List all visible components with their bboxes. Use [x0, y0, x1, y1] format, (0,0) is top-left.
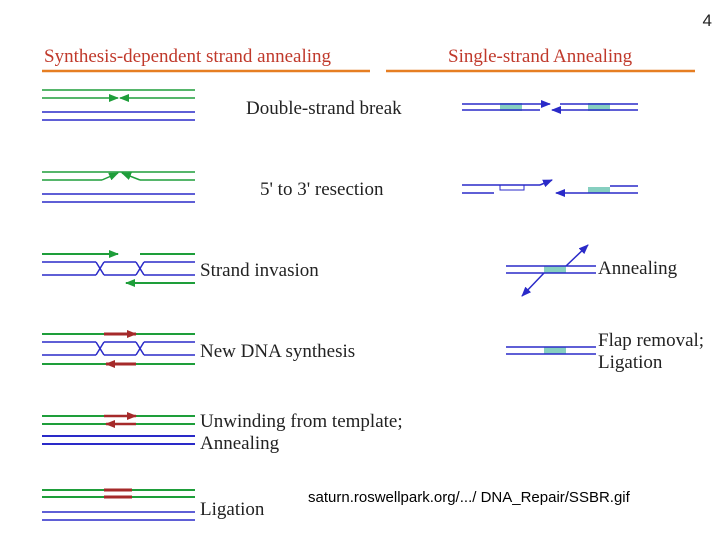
source-credit: saturn.roswellpark.org/.../ DNA_Repair/S… [308, 489, 631, 506]
heading-sdsa: Synthesis-dependent strand annealing [44, 46, 332, 67]
heading-ssa: Single-strand Annealing [448, 46, 633, 67]
step-label-ligation: Ligation [200, 499, 265, 520]
step-label-unwinding-line1: Unwinding from template; [200, 411, 403, 432]
page-number: 4 [703, 11, 712, 30]
step-label-double-strand-break: Double-strand break [246, 98, 402, 119]
step-label-strand-invasion: Strand invasion [200, 260, 319, 281]
sdsa-resection-schematic [42, 171, 195, 203]
step-label-flap-removal-line2: Ligation [598, 352, 663, 373]
step-label-unwinding-line2: Annealing [200, 433, 280, 454]
sdsa-double-strand-break-schematic [42, 89, 195, 121]
ssa-resection-schematic [462, 179, 638, 197]
sdsa-new-dna-synthesis-schematic [42, 330, 195, 368]
step-label-new-dna-synthesis: New DNA synthesis [200, 341, 355, 362]
ssa-double-strand-break-schematic [462, 100, 638, 114]
ssa-flap-removal-schematic [506, 346, 596, 355]
sdsa-strand-invasion-schematic [42, 250, 195, 287]
step-label-annealing: Annealing [598, 258, 678, 279]
sdsa-unwinding-schematic [42, 412, 195, 445]
step-label-flap-removal-line1: Flap removal; [598, 330, 704, 351]
sdsa-ligation-schematic [42, 488, 195, 521]
ssa-annealing-schematic [506, 244, 596, 297]
step-label-resection: 5' to 3' resection [260, 179, 384, 200]
